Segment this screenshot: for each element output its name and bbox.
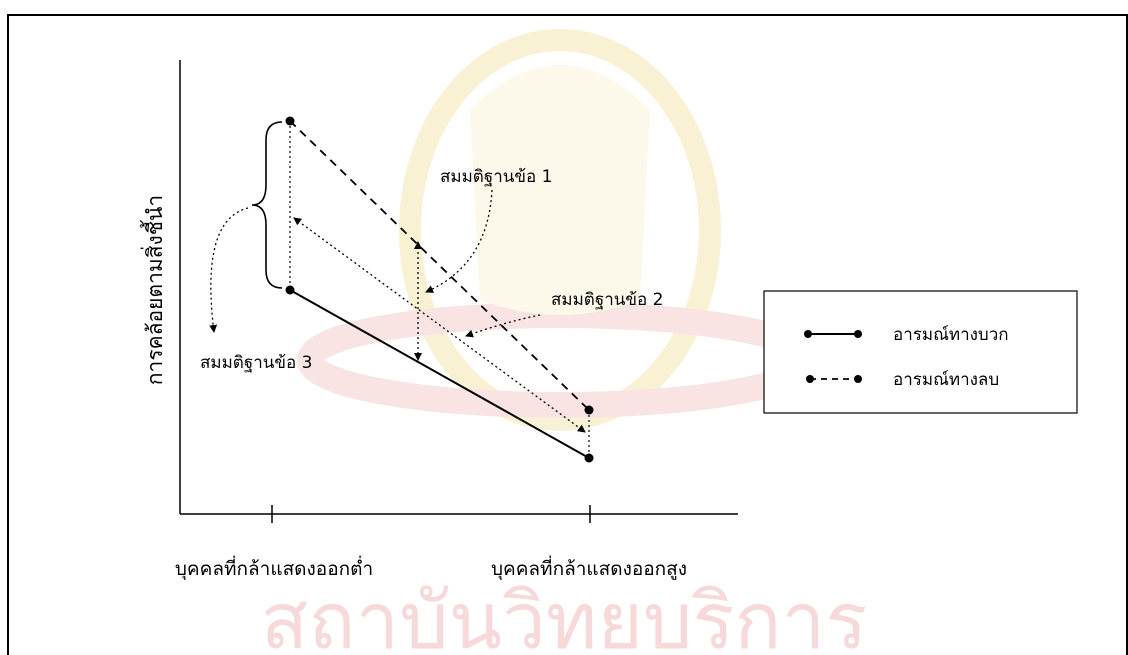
legend-negative-dot-left (806, 375, 814, 383)
h2-pointer-arrow (465, 314, 541, 338)
point-positive-low (285, 285, 295, 295)
legend: อารมณ์ทางบวก อารมณ์ทางลบ (763, 290, 1078, 414)
figure-frame (7, 14, 1128, 655)
legend-negative-label: อารมณ์ทางลบ (893, 370, 999, 390)
h1-pointer-arrow (425, 189, 493, 293)
hypothesis-3-label: สมมติฐานข้อ 3 (200, 353, 312, 373)
point-positive-high (584, 453, 594, 463)
h3-pointer-arrow (209, 207, 249, 333)
h2-comparison-arrow (293, 217, 586, 433)
legend-negative-dot-right (854, 375, 862, 383)
y-axis-label: การคล้อยตามสิ่งชี้นำ (140, 195, 167, 385)
point-negative-high (584, 405, 594, 415)
legend-box (763, 290, 1078, 414)
hypothesis-2-label: สมมติฐานข้อ 2 (551, 290, 663, 310)
x-tick-label-high: บุคคลที่กล้าแสดงออกสูง (491, 555, 687, 581)
legend-positive-dot-right (854, 330, 862, 338)
curly-brace (251, 121, 283, 289)
point-negative-low (285, 116, 295, 126)
hypothesis-1-label: สมมติฐานข้อ 1 (440, 167, 552, 187)
watermark-text: สถาบันวิทยบริการ (261, 577, 868, 655)
x-tick-label-low: บุคคลที่กล้าแสดงออกต่ำ (175, 555, 373, 581)
legend-positive-dot-left (804, 330, 812, 338)
watermark-emblem (297, 29, 823, 431)
legend-positive-label: อารมณ์ทางบวก (893, 325, 1009, 345)
